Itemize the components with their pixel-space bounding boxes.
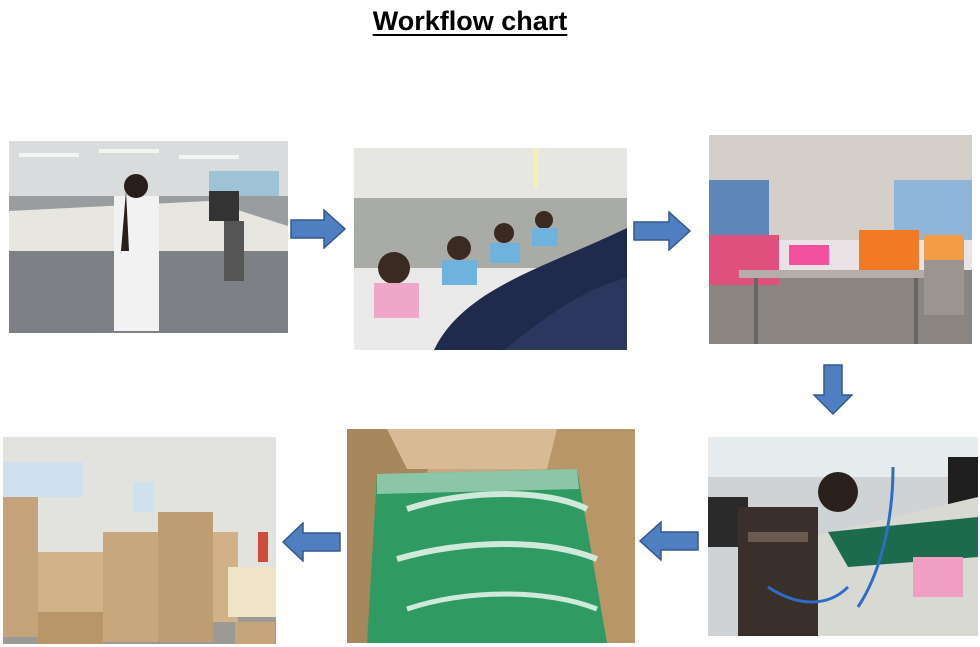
arrow-left-1-icon [639,521,699,561]
step-1-cutting-machine-photo [9,141,288,333]
arrow-left-2-icon [282,522,341,562]
arrow-down-icon [813,364,853,415]
arrow-right-1-icon [290,209,346,249]
step-6-warehouse-cartons-photo [3,437,276,644]
page-title: Workflow chart [372,6,568,36]
arrow-right-2-icon [633,211,691,251]
step-2-sewing-line-photo [354,148,627,350]
step-5-packed-carton-photo [347,429,635,643]
step-3-trimming-table-photo [709,135,972,344]
step-4-ironing-station-photo [708,437,978,636]
